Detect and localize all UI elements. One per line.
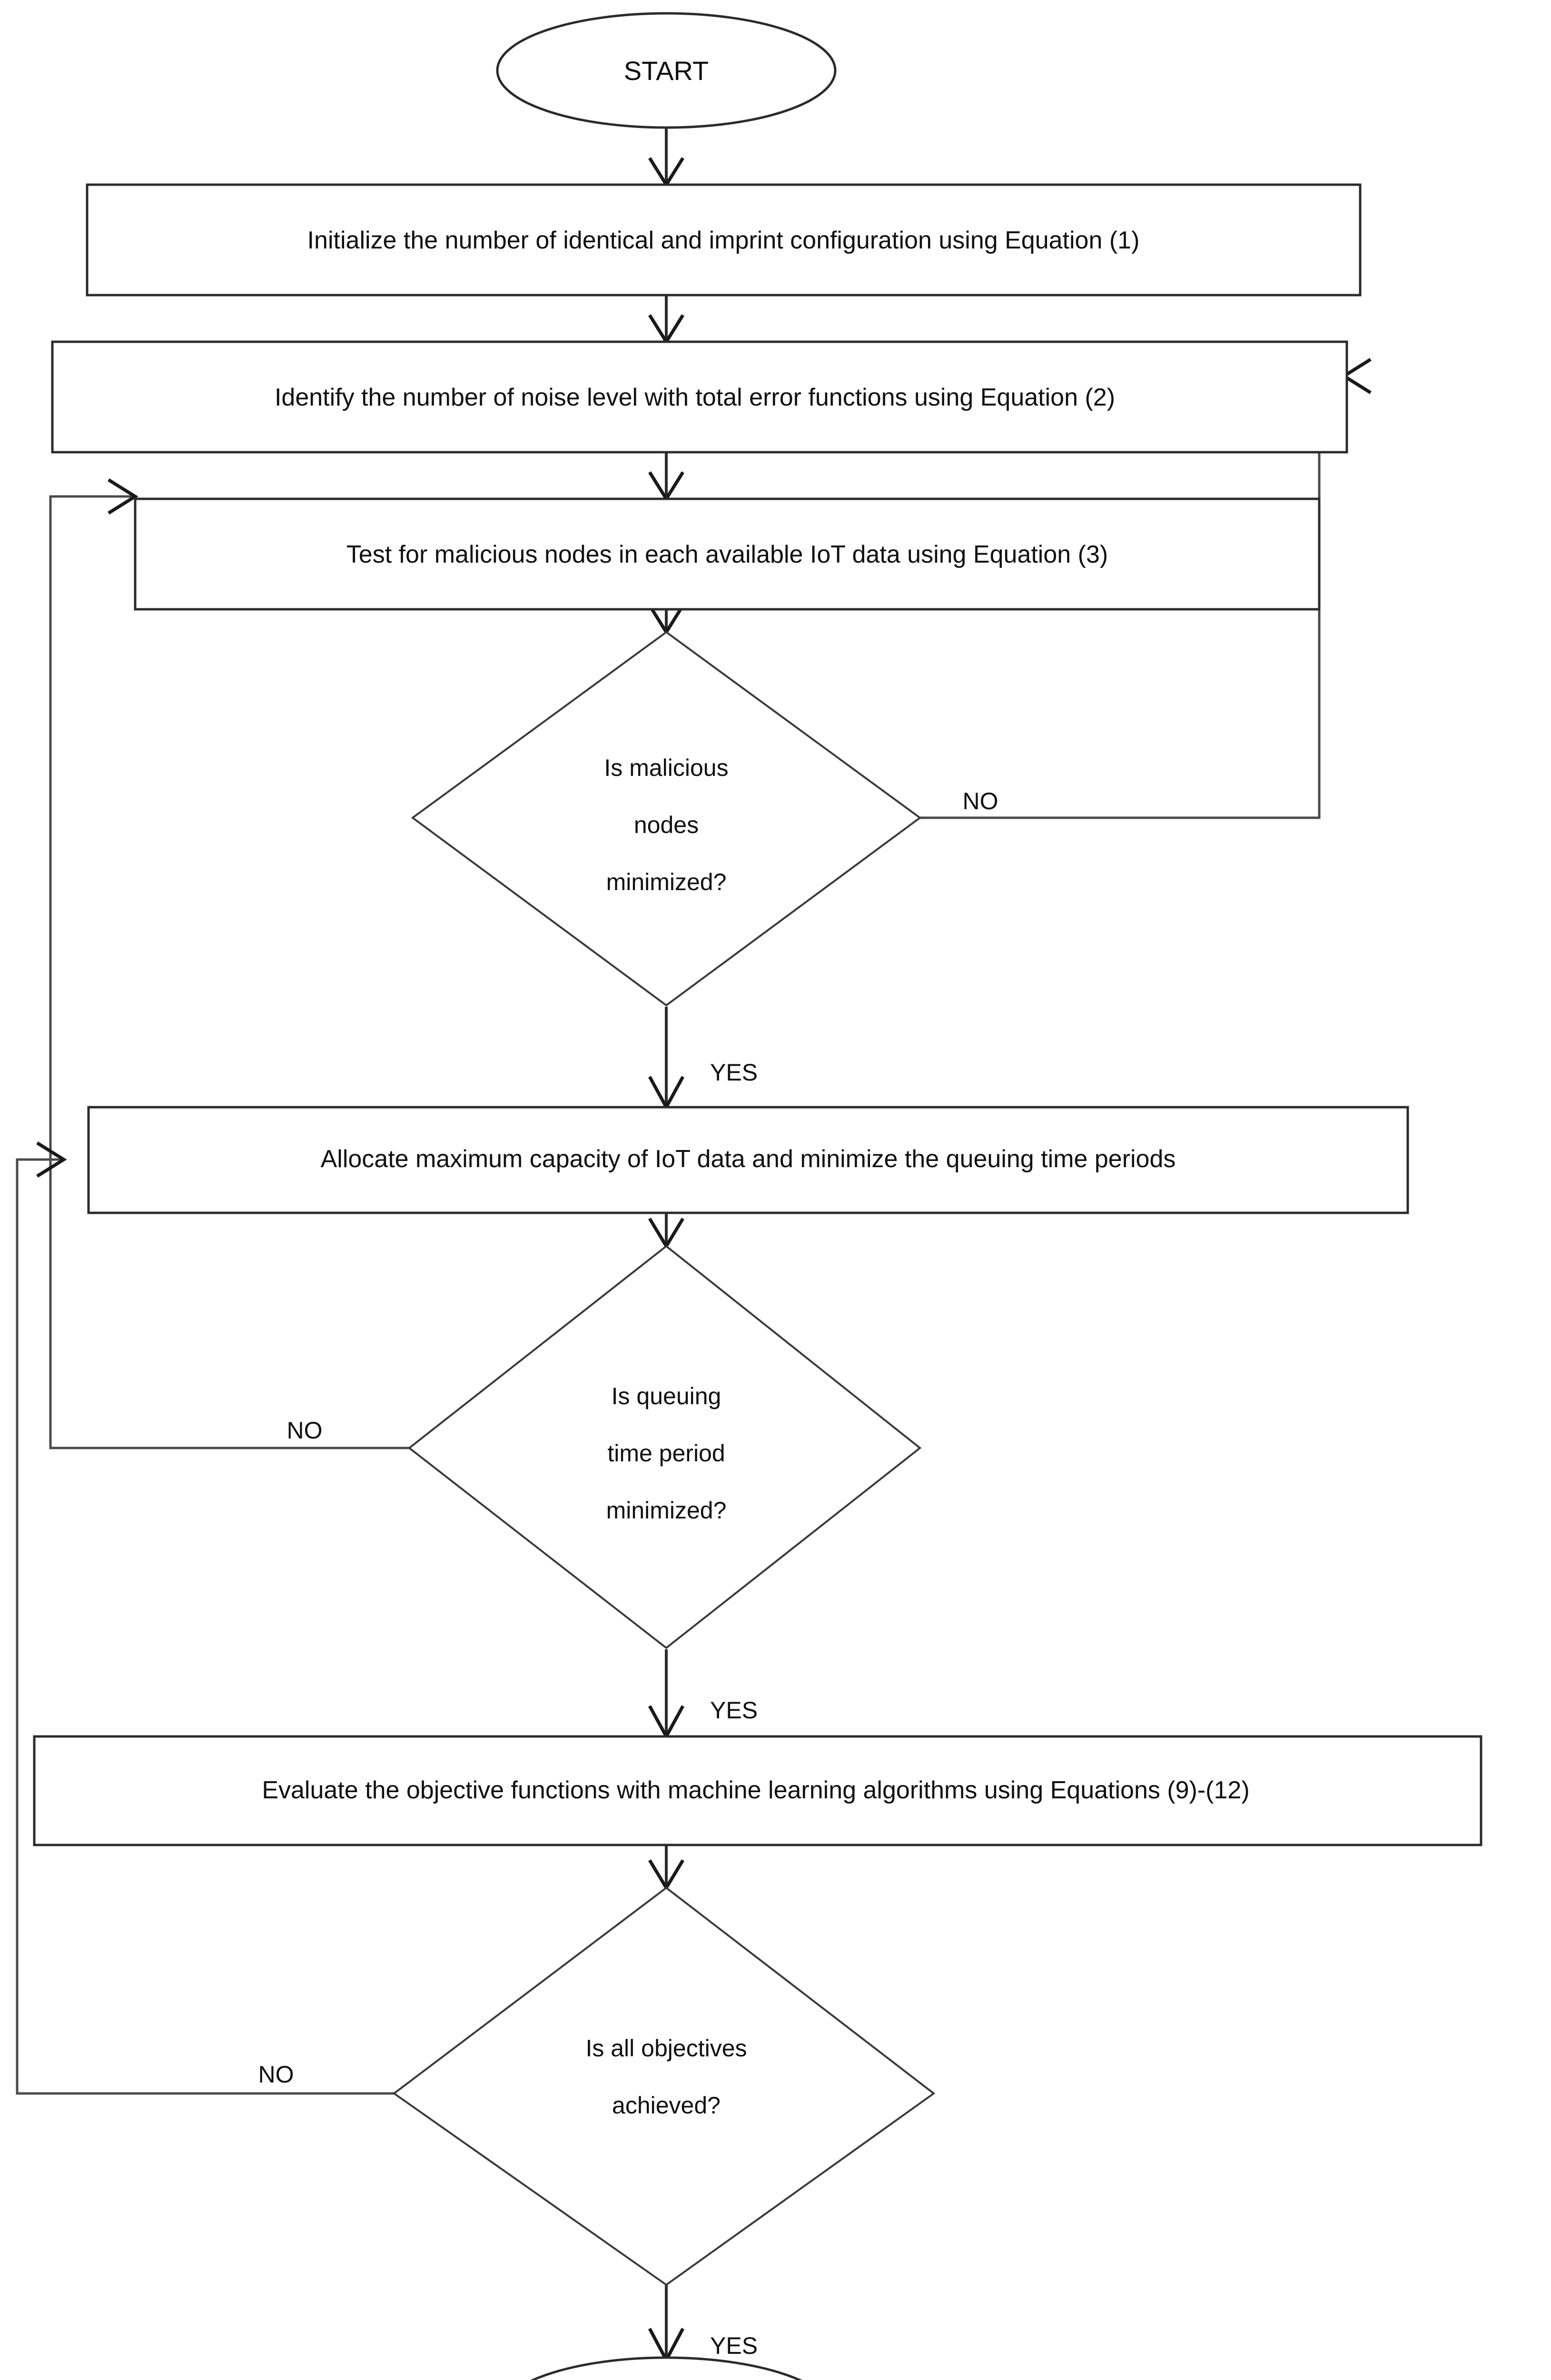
- connector-decision1-yes-to-allocate: [648, 1007, 685, 1111]
- node-evaluate[interactable]: Evaluate the objective functions with ma…: [33, 1735, 1482, 1846]
- start-label: START: [624, 56, 709, 86]
- decision2-line2: time period: [607, 1440, 725, 1467]
- node-decision2[interactable]: Is queuing time period minimized?: [407, 1245, 922, 1649]
- init-label: Initialize the number of identical and i…: [307, 227, 1140, 254]
- decision1-line1: Is malicious: [604, 754, 728, 781]
- decision3-line1: Is all objectives: [585, 2035, 747, 2062]
- node-init[interactable]: Initialize the number of identical and i…: [86, 183, 1362, 297]
- node-start[interactable]: START: [496, 12, 837, 129]
- node-stop[interactable]: STOP: [497, 2356, 835, 2380]
- edge-label-decision3-yes: YES: [710, 2332, 758, 2359]
- edge-label-decision2-no: NO: [287, 1417, 323, 1444]
- decision3-line2: achieved?: [612, 2092, 721, 2119]
- decision2-line3: minimized?: [606, 1497, 727, 1524]
- connector-identify-to-test: [648, 452, 684, 502]
- connector-decision3-yes-to-stop: [648, 2285, 685, 2364]
- node-decision3[interactable]: Is all objectives achieved?: [392, 1886, 936, 2286]
- edge-label-decision1-no: NO: [963, 788, 998, 814]
- decision2-line1: Is queuing: [612, 1383, 721, 1409]
- connector-decision2-no-loop: [49, 478, 409, 1449]
- decision1-line3: minimized?: [606, 869, 727, 895]
- connector-allocate-to-decision2: [648, 1213, 684, 1250]
- node-allocate[interactable]: Allocate maximum capacity of IoT data an…: [87, 1106, 1409, 1214]
- evaluate-label: Evaluate the objective functions with ma…: [262, 1776, 1249, 1804]
- node-identify[interactable]: Identify the number of noise level with …: [51, 340, 1348, 454]
- test-label: Test for malicious nodes in each availab…: [346, 541, 1108, 568]
- connector-evaluate-to-decision3: [648, 1846, 684, 1891]
- decision1-line2: nodes: [634, 812, 699, 838]
- connector-init-to-identify: [648, 295, 684, 345]
- identify-label: Identify the number of noise level with …: [275, 384, 1115, 411]
- node-decision1[interactable]: Is malicious nodes minimized?: [411, 631, 922, 1007]
- edge-label-decision1-yes: YES: [710, 1059, 758, 1086]
- allocate-label: Allocate maximum capacity of IoT data an…: [321, 1145, 1176, 1173]
- connector-decision3-no-loop: [16, 1141, 394, 2095]
- edge-label-decision2-yes: YES: [710, 1697, 758, 1724]
- edge-label-decision3-no: NO: [258, 2061, 294, 2088]
- connector-decision2-yes-to-evaluate: [648, 1649, 685, 1740]
- node-test[interactable]: Test for malicious nodes in each availab…: [134, 497, 1321, 611]
